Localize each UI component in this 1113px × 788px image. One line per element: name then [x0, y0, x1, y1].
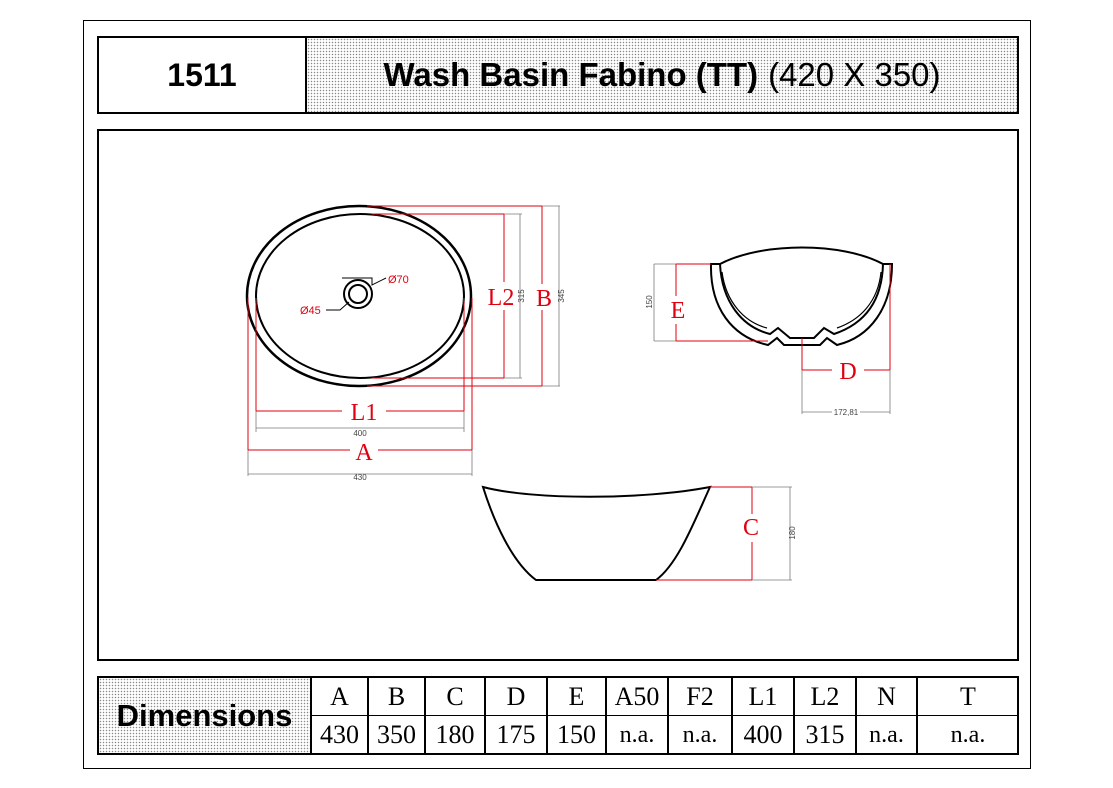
dim-letter-c: C: [743, 515, 759, 541]
dim-value-c: 180: [788, 526, 797, 540]
dim-value-a: 430: [353, 473, 367, 482]
value-cell: 430: [310, 715, 368, 754]
section-inner-line: [721, 271, 768, 329]
dim-value-l1: 400: [353, 429, 367, 438]
value-cell: 150: [546, 715, 606, 754]
header-cell: F2: [667, 678, 732, 716]
basin-front-profile: [481, 485, 712, 581]
drain-outer-label: Ø70: [388, 274, 409, 286]
header-cell: D: [484, 678, 547, 716]
dim-letter-d: D: [839, 359, 856, 385]
product-title-box: Wash Basin Fabino (TT) (420 X 350): [305, 36, 1019, 114]
drain-outer-leader: [342, 277, 387, 286]
top-view: Ø70 Ø45 L1 400 A 430: [245, 204, 566, 482]
header-cell: A: [310, 678, 368, 716]
side-view: E 150 D 172,81: [645, 246, 894, 417]
header-cell: L1: [731, 678, 794, 716]
value-cell: 175: [484, 715, 547, 754]
basin-inner-rim: [255, 213, 465, 379]
dimensions-table: A B C D E A50 F2 L1 L2 N T 430 350 180 1…: [310, 678, 1018, 754]
drain-inner-circle: [348, 284, 368, 304]
value-cell: n.a.: [667, 715, 732, 754]
basin-outer-rim: [245, 204, 473, 388]
sheet-frame: [83, 20, 1031, 769]
value-cell: 315: [793, 715, 856, 754]
header-cell: L2: [793, 678, 856, 716]
header-cell: C: [424, 678, 485, 716]
value-cell: 350: [367, 715, 425, 754]
dim-letter-l1: L1: [351, 400, 378, 426]
value-cell: n.a.: [605, 715, 668, 754]
header-cell: E: [546, 678, 606, 716]
dimensions-table-box: Dimensions A B C D E A50 F2 L1 L2 N T 43…: [97, 676, 1019, 755]
dim-letter-e: E: [671, 298, 686, 324]
dimensions-label: Dimensions: [99, 678, 310, 753]
product-code-text: 1511: [167, 56, 237, 93]
section-outer-wall: [709, 263, 894, 347]
dim-letter-b: B: [536, 286, 552, 312]
header-cell: B: [367, 678, 425, 716]
value-cell: n.a.: [855, 715, 917, 754]
dim-letter-l2: L2: [488, 285, 515, 311]
value-cell: n.a.: [916, 715, 1018, 754]
drain-inner-label: Ø45: [300, 305, 321, 317]
product-size: (420 X 350): [768, 56, 941, 93]
dim-letter-a: A: [355, 440, 373, 466]
section-top-curve: [719, 246, 884, 265]
value-cell: 400: [731, 715, 794, 754]
product-title: Wash Basin Fabino (TT): [383, 56, 759, 93]
header-cell: T: [916, 678, 1018, 716]
dimensions-label-text: Dimensions: [116, 697, 293, 733]
dim-value-d: 172,81: [834, 408, 859, 417]
dim-value-b: 345: [557, 289, 566, 303]
technical-drawing: Ø70 Ø45 L1 400 A 430: [97, 129, 1019, 661]
product-code: 1511: [97, 36, 307, 114]
header-cell: A50: [605, 678, 668, 716]
dimensions-value-row: 430 350 180 175 150 n.a. n.a. 400 315 n.…: [310, 715, 1018, 754]
header-cell: N: [855, 678, 917, 716]
dim-value-e: 150: [645, 295, 654, 309]
drain-inner-leader: [326, 301, 350, 311]
front-view: C 180: [481, 485, 797, 581]
dim-value-l2: 315: [517, 289, 526, 303]
value-cell: 180: [424, 715, 485, 754]
drain-outer-circle: [343, 279, 373, 309]
section-inner-line: [836, 271, 882, 329]
dimensions-header-row: A B C D E A50 F2 L1 L2 N T: [310, 678, 1018, 716]
